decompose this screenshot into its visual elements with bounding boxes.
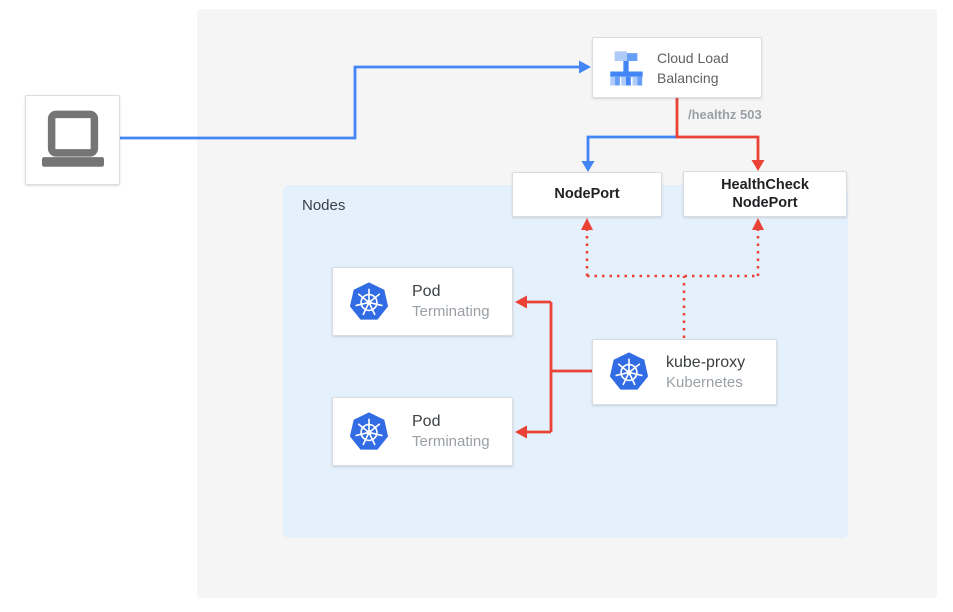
kube-proxy-subtitle: Kubernetes [666, 373, 743, 391]
cloud-load-balancing-box: Cloud Load Balancing [592, 37, 762, 98]
pod-terminating-box-2: Pod Terminating [332, 397, 513, 466]
cloud-load-balancing-label: Cloud Load Balancing [657, 49, 729, 86]
pod-status: Terminating [412, 303, 490, 320]
pod-title: Pod [412, 413, 441, 430]
laptop-icon [41, 110, 104, 167]
cloud-load-balancing-icon [610, 50, 643, 85]
healthcheck-nodeport-box: HealthCheck NodePort [683, 171, 847, 217]
nodeport-box: NodePort [512, 172, 662, 217]
nodeport-label: NodePort [554, 186, 620, 203]
kube-proxy-box: kube-proxy Kubernetes [592, 339, 777, 405]
kubernetes-icon [348, 411, 390, 453]
kubernetes-icon [348, 281, 390, 323]
nodes-panel-label: Nodes [302, 197, 346, 214]
pod-terminating-box-1: Pod Terminating [332, 267, 513, 336]
healthcheck-nodeport-label: HealthCheck NodePort [721, 176, 809, 211]
pod-title: Pod [412, 283, 441, 300]
kubernetes-icon [608, 351, 650, 393]
kube-proxy-title: kube-proxy [666, 353, 746, 371]
pod-status: Terminating [412, 433, 490, 450]
client-box [25, 95, 120, 185]
healthz-503-label: /healthz 503 [688, 107, 762, 122]
